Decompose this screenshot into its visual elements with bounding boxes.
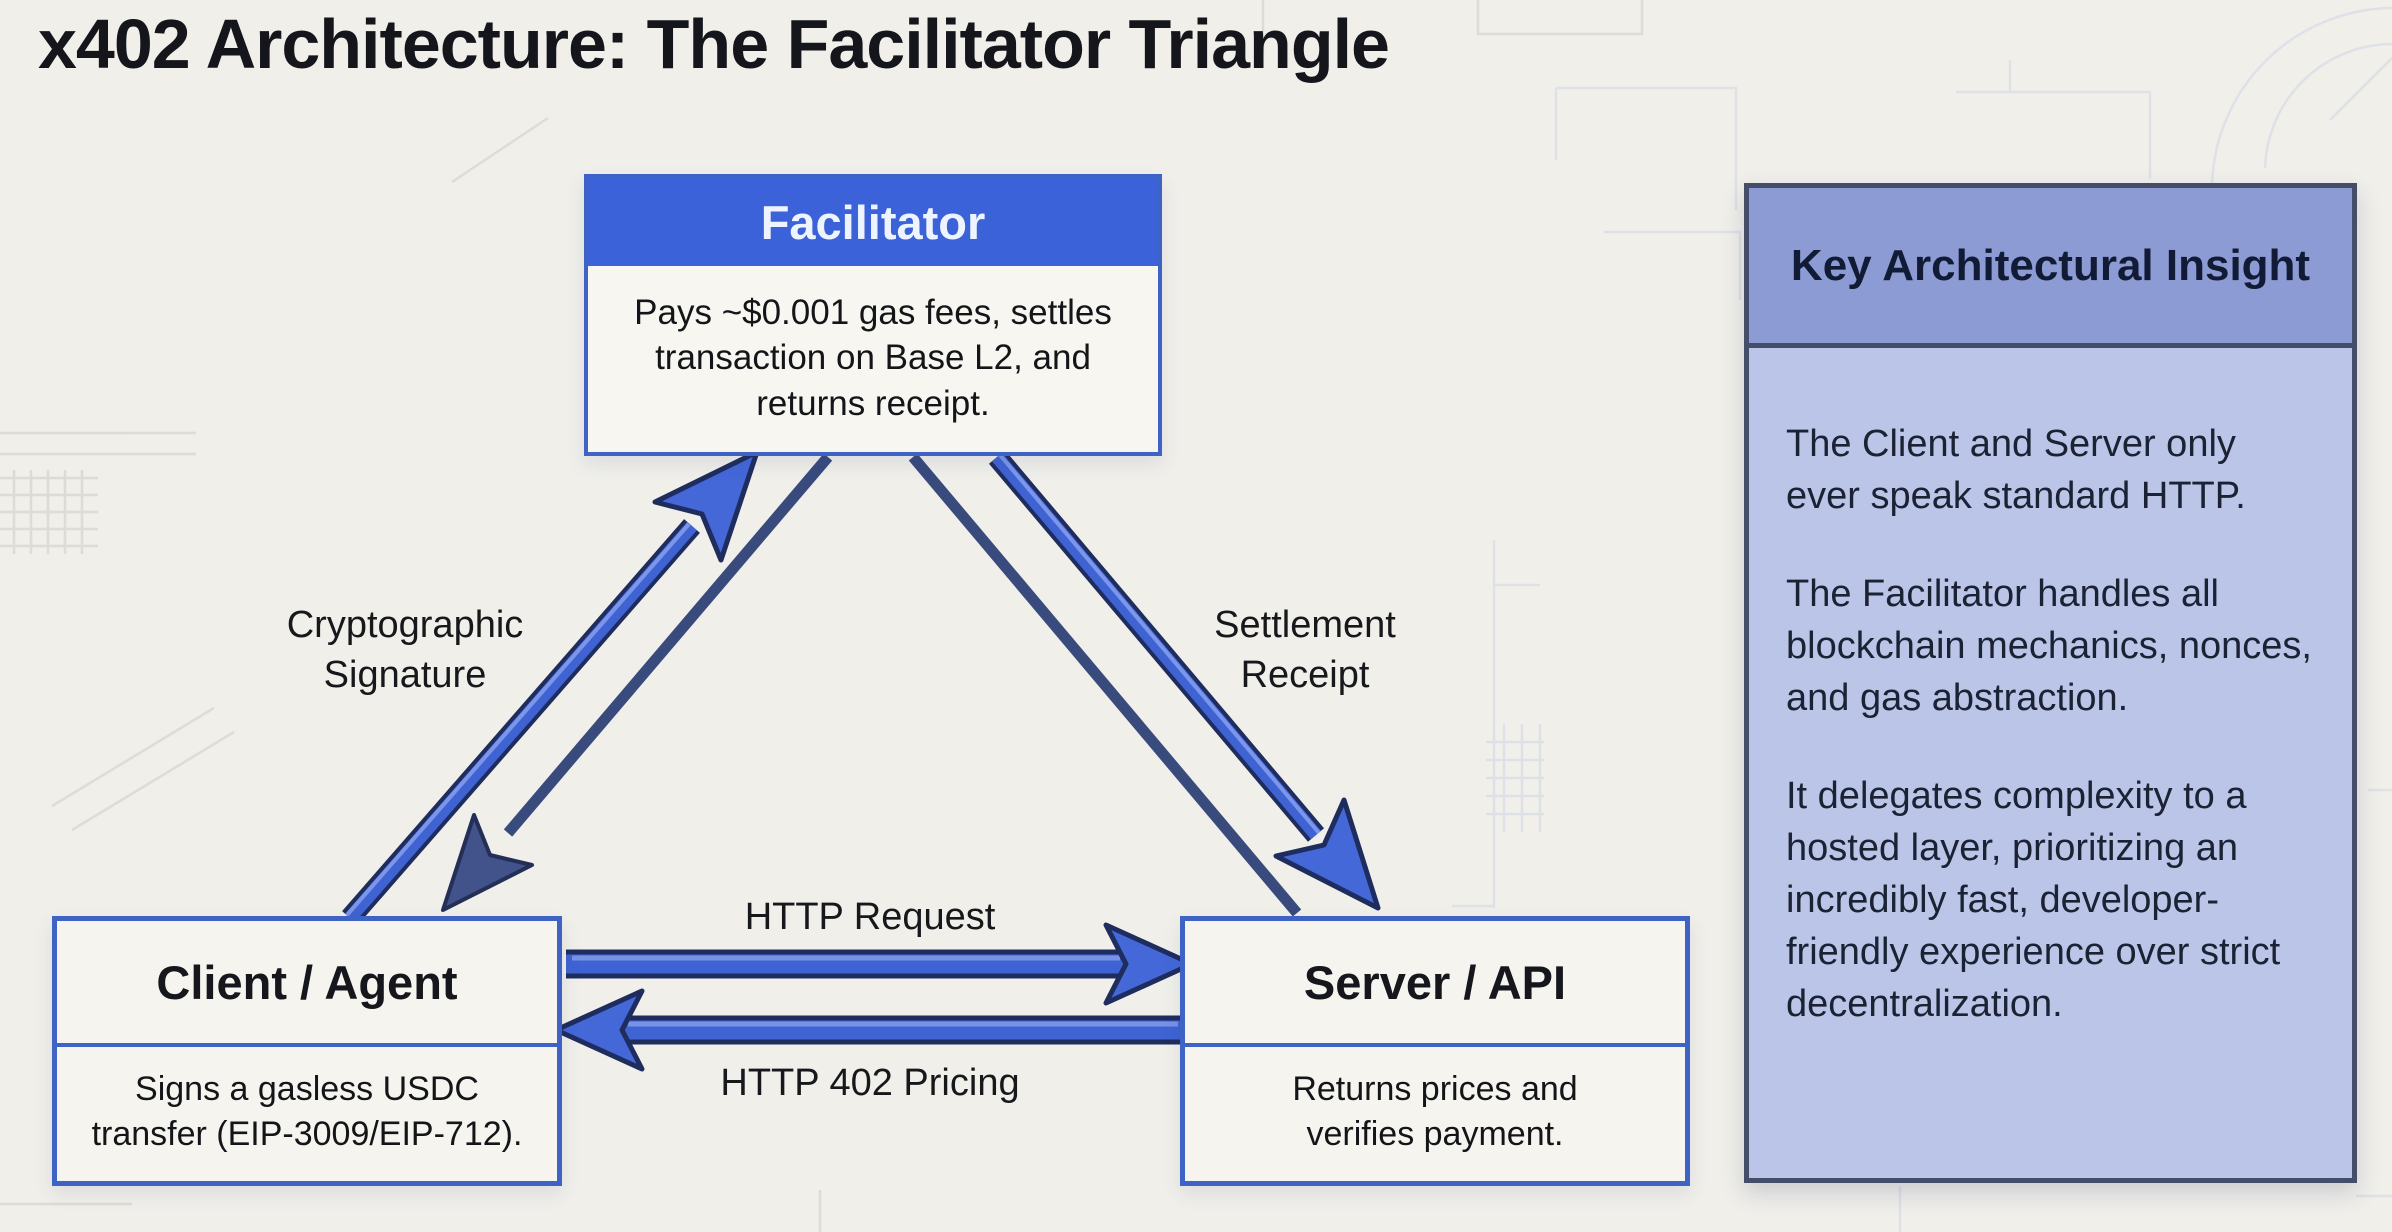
arrow-facilitator-to-server — [988, 450, 1381, 911]
edge-label-line: Receipt — [1240, 654, 1370, 697]
client-agent-node: Client / Agent Signs a gasless USDC tran… — [52, 916, 562, 1186]
insight-paragraph: It delegates complexity to a hosted laye… — [1786, 775, 2281, 1026]
client-agent-description-line: Signs a gasless USDC — [135, 1070, 479, 1109]
edge-label-cryptographic-signature: Cryptographic Signature — [205, 600, 605, 700]
edge-label-http-402-pricing: HTTP 402 Pricing — [720, 1062, 1020, 1104]
arrow-http-request — [566, 922, 1195, 1006]
insight-panel: Key Architectural Insight The Client and… — [1744, 183, 2357, 1183]
edge-label-settlement-receipt: Settlement Receipt — [1105, 600, 1505, 700]
client-agent-description-line: transfer (EIP-3009/EIP-712). — [91, 1115, 523, 1153]
facilitator-description-line: returns receipt. — [756, 383, 990, 423]
client-agent-description: Signs a gasless USDC transfer (EIP-3009/… — [57, 1047, 557, 1177]
edge-label-http-request: HTTP Request — [744, 896, 996, 938]
insight-panel-body: The Client and Server only ever speak st… — [1749, 348, 2352, 1030]
page-title: x402 Architecture: The Facilitator Trian… — [38, 5, 1390, 83]
edge-label-line: Cryptographic — [286, 604, 524, 646]
edge-label-line: Settlement — [1214, 604, 1396, 646]
server-api-node: Server / API Returns prices and verifies… — [1180, 916, 1690, 1186]
insight-paragraph: The Facilitator handles all blockchain m… — [1786, 573, 2312, 720]
server-api-description-line: Returns prices and — [1292, 1070, 1578, 1109]
insight-panel-title: Key Architectural Insight — [1749, 188, 2352, 348]
arrow-client-to-facilitator — [342, 449, 760, 925]
facilitator-description: Pays ~$0.001 gas fees, settles transacti… — [588, 266, 1158, 450]
line-server-to-facilitator — [908, 453, 1302, 917]
facilitator-description-line: Pays ~$0.001 gas fees, settles — [634, 292, 1112, 332]
insight-paragraph: The Client and Server only ever speak st… — [1786, 423, 2246, 518]
facilitator-title: Facilitator — [588, 178, 1158, 266]
client-agent-title: Client / Agent — [57, 921, 557, 1047]
arrow-facilitator-to-client — [441, 453, 833, 912]
facilitator-node: Facilitator Pays ~$0.001 gas fees, settl… — [584, 174, 1162, 456]
edge-label-line: Signature — [323, 654, 487, 697]
arrow-http-402-pricing — [553, 988, 1184, 1072]
server-api-description-line: verifies payment. — [1306, 1115, 1564, 1153]
facilitator-description-line: transaction on Base L2, and — [655, 338, 1091, 378]
server-api-title: Server / API — [1185, 921, 1685, 1047]
server-api-description: Returns prices and verifies payment. — [1185, 1047, 1685, 1177]
